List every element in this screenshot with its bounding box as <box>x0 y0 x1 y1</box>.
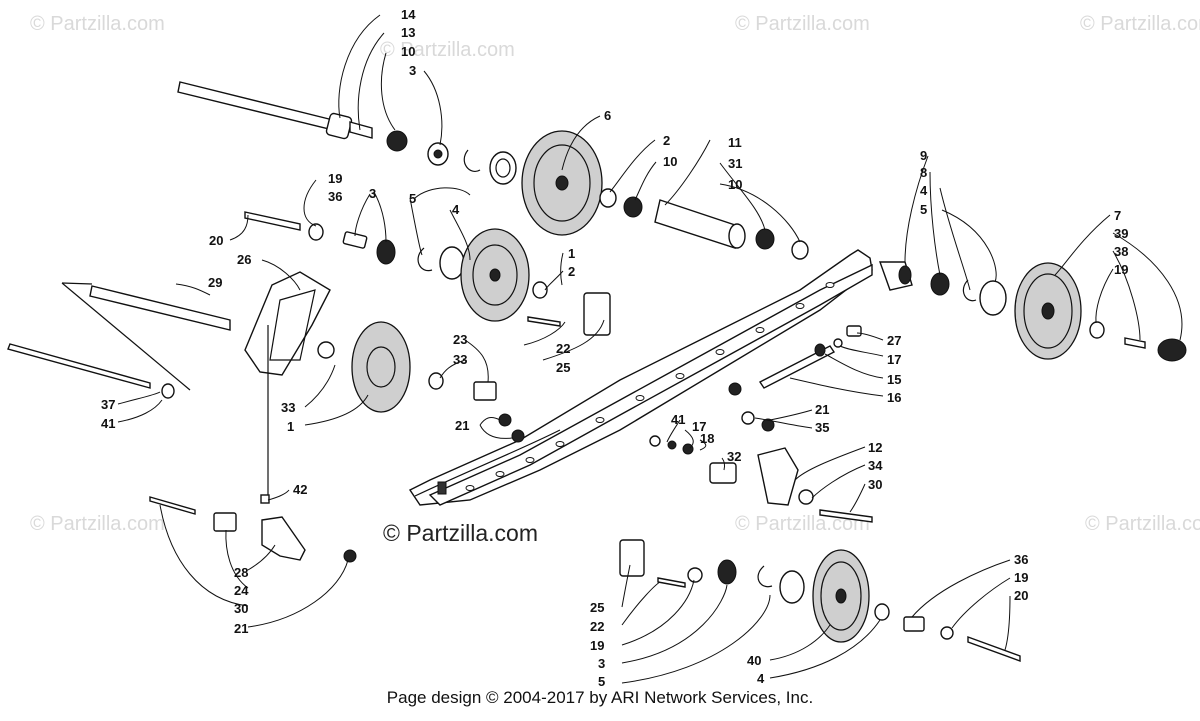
callout-label: 21 <box>234 621 248 636</box>
callout-label: 24 <box>234 583 249 598</box>
callout-label: 17 <box>887 352 901 367</box>
upper-shaft-assembly <box>177 81 809 260</box>
callout-label: 40 <box>747 653 761 668</box>
callout-label: 21 <box>455 418 469 433</box>
callout-label: 41 <box>101 416 115 431</box>
callout-label: 22 <box>590 619 604 634</box>
leader-lines <box>117 14 1183 684</box>
callout-label: 30 <box>868 477 882 492</box>
callout-label: 1 <box>287 419 294 434</box>
callout-label: 33 <box>281 400 295 415</box>
callout-label: 36 <box>328 189 342 204</box>
watermark: © Partzilla.com <box>735 513 870 535</box>
callout-label: 10 <box>401 44 415 59</box>
lower-assembly <box>498 292 873 523</box>
callout-label: 19 <box>1114 262 1128 277</box>
callout-label: 18 <box>700 431 714 446</box>
callout-label: 37 <box>101 397 115 412</box>
callout-label: 4 <box>920 183 928 198</box>
callout-label: 3 <box>369 186 376 201</box>
callout-label: 19 <box>1014 570 1028 585</box>
callout-label: 9 <box>920 148 927 163</box>
callout-label: 19 <box>590 638 604 653</box>
middle-axle-assembly <box>244 211 548 322</box>
callout-label: 25 <box>590 600 604 615</box>
callout-label: 3 <box>598 656 605 671</box>
callout-label: 27 <box>887 333 901 348</box>
callout-label: 14 <box>401 7 416 22</box>
callout-label: 36 <box>1014 552 1028 567</box>
watermark: © Partzilla.com <box>30 513 165 535</box>
callout-label: 12 <box>868 440 882 455</box>
callout-label: 38 <box>1114 244 1128 259</box>
watermark: © Partzilla.com <box>735 13 870 35</box>
callout-label: 4 <box>452 202 460 217</box>
rear-wheel-assembly <box>879 261 1187 362</box>
callout-label: 7 <box>1114 208 1121 223</box>
callout-label: 17 <box>692 419 706 434</box>
callout-numbers: 14 13 10 3 6 2 10 11 31 10 9 8 4 5 7 39 … <box>101 7 1128 689</box>
callout-label: 34 <box>868 458 883 473</box>
page-footer: Page design © 2004-2017 by ARI Network S… <box>386 688 814 707</box>
callout-label: 29 <box>208 275 222 290</box>
callout-label: 23 <box>453 332 467 347</box>
callout-label: 3 <box>409 63 416 78</box>
watermark: © Partzilla.com <box>30 13 165 35</box>
callout-label: 25 <box>556 360 570 375</box>
callout-label: 2 <box>663 133 670 148</box>
callout-label: 5 <box>920 202 927 217</box>
callout-label: 5 <box>409 191 416 206</box>
callout-label: 19 <box>328 171 342 186</box>
slide-rail <box>408 249 873 506</box>
callout-label: 10 <box>663 154 677 169</box>
callout-label: 20 <box>209 233 223 248</box>
callout-label: 16 <box>887 390 901 405</box>
callout-label: 13 <box>401 25 415 40</box>
callout-label: 26 <box>237 252 251 267</box>
callout-label: 42 <box>293 482 307 497</box>
callout-label: 20 <box>1014 588 1028 603</box>
callout-label: 28 <box>234 565 248 580</box>
callout-label: 39 <box>1114 226 1128 241</box>
callout-label: 30 <box>234 601 248 616</box>
main-watermark: © Partzilla.com <box>383 520 538 546</box>
lower-wheel-assembly <box>619 539 1021 663</box>
callout-label: 1 <box>568 246 575 261</box>
watermark: © Partzilla.com <box>380 39 515 61</box>
callout-label: 11 <box>728 135 742 150</box>
watermark: © Partzilla.com <box>1080 13 1200 35</box>
callout-label: 15 <box>887 372 901 387</box>
callout-label: 33 <box>453 352 467 367</box>
watermark: © Partzilla.com <box>1085 513 1200 535</box>
callout-label: 5 <box>598 674 605 689</box>
pivot-arm-assembly <box>7 271 497 413</box>
callout-label: 22 <box>556 341 570 356</box>
callout-label: 21 <box>815 402 829 417</box>
watermark-layer: © Partzilla.com © Partzilla.com © Partzi… <box>30 13 1200 546</box>
callout-label: 4 <box>757 671 765 686</box>
callout-label: 2 <box>568 264 575 279</box>
callout-label: 6 <box>604 108 611 123</box>
callout-label: 41 <box>671 412 685 427</box>
callout-label: 35 <box>815 420 829 435</box>
callout-label: 31 <box>728 156 742 171</box>
callout-label: 32 <box>727 449 741 464</box>
callout-label: 8 <box>920 165 927 180</box>
callout-label: 10 <box>728 177 742 192</box>
